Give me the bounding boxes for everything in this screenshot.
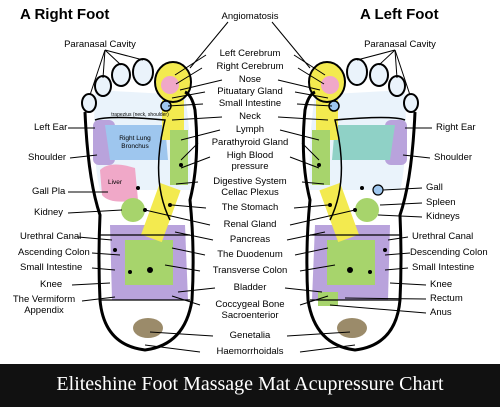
right-foot-liver-zone: [100, 164, 138, 202]
label-urethral-canal-left: Urethral Canal: [412, 231, 474, 242]
label-kidney: Kidney: [34, 207, 64, 218]
label-neck: Neck: [239, 111, 261, 122]
left-foot-drawing: [301, 58, 419, 352]
label-parathyroid-gland: Parathyroid Gland: [211, 137, 289, 148]
label-paranasal-cavity-left: Paranasal Cavity: [364, 39, 436, 50]
left-foot-toe-2: [346, 58, 368, 86]
label-angiomatosis: Angiomatosis: [221, 11, 279, 22]
right-foot-kidney-zone: [121, 198, 145, 222]
label-the-stomach: The Stomach: [221, 202, 279, 213]
label-shoulder-left: Shoulder: [434, 152, 473, 163]
liver-label: Liver: [108, 179, 123, 186]
label-anus: Anus: [430, 307, 452, 318]
right-foot-toe-2: [132, 58, 154, 86]
label-small-intestine-right: Small Intestine: [20, 262, 83, 273]
label-lymph: Lymph: [235, 124, 265, 135]
left-foot-toe-5: [403, 93, 419, 113]
label-pressure: pressure: [231, 161, 269, 172]
label-transverse-colon: Transverse Colon: [212, 265, 288, 276]
label-the-duodenum: The Duodenum: [217, 249, 283, 260]
label-rectum: Rectum: [430, 293, 463, 304]
right-foot-heel-zone: [133, 318, 163, 338]
label-high-blood: High Blood: [226, 150, 274, 161]
left-foot-lung-zone: [332, 125, 395, 160]
left-foot-kidney-zone: [355, 198, 379, 222]
label-pituatary-gland: Pituatary Gland: [217, 86, 283, 97]
right-lung-label-2: Bronchus: [121, 143, 149, 150]
label-coccygeal-bone: Coccygeal Bone: [215, 299, 285, 310]
label-left-cerebrum: Left Cerebrum: [219, 48, 281, 59]
label-right-cerebrum: Right Cerebrum: [216, 61, 284, 72]
leader-lines: [67, 21, 432, 353]
label-kidneys: Kidneys: [426, 211, 460, 222]
right-foot-toe-4: [94, 75, 112, 97]
label-haemorrhoidals: Haemorrhoidals: [216, 346, 284, 357]
left-foot-toe-3: [369, 63, 389, 87]
right-foot-lymph-zone: [170, 130, 188, 185]
label-cellac-plexus: Cellac Plexus: [221, 187, 279, 198]
label-vermiform-2: Appendix: [24, 305, 64, 316]
left-foot-toe-4: [388, 75, 406, 97]
label-gall-pla: Gall Pla: [32, 186, 66, 197]
label-gall: Gall: [426, 182, 443, 193]
label-knee-left: Knee: [430, 279, 453, 290]
label-renal-gland: Renal Gland: [223, 219, 277, 230]
label-urethral-canal-right: Urethral Canal: [20, 231, 82, 242]
trapezius-label: trapezius (neck, shoulder): [111, 112, 169, 118]
right-foot-intestine-zone: [125, 240, 173, 285]
label-knee-right: Knee: [40, 279, 63, 290]
feet-illustration: trapezius (neck, shoulder) Right Lung Br…: [67, 21, 432, 353]
label-ascending-colon: Ascending Colon: [18, 247, 90, 258]
label-digestive-system: Digestive System: [213, 176, 287, 187]
label-vermiform-1: The Vermiform: [12, 294, 76, 305]
caption-bar: Eliteshine Foot Massage Mat Acupressure …: [0, 364, 500, 407]
right-lung-label-1: Right Lung: [119, 135, 151, 142]
label-bladder: Bladder: [233, 282, 267, 293]
left-foot-heel-zone: [337, 318, 367, 338]
caption-text: Eliteshine Foot Massage Mat Acupressure …: [56, 373, 444, 395]
right-foot-toe-3: [111, 63, 131, 87]
label-small-intestine-left: Small Intestine: [412, 262, 475, 273]
left-foot-title: A Left Foot: [360, 6, 439, 23]
label-paranasal-cavity-right: Paranasal Cavity: [64, 39, 136, 50]
left-foot-intestine-zone: [327, 240, 375, 285]
right-foot-yellow-band: [141, 182, 181, 243]
label-genetalia: Genetalia: [229, 330, 271, 341]
left-foot-yellow-band: [319, 182, 359, 243]
label-spleen: Spleen: [426, 197, 456, 208]
label-shoulder-right: Shoulder: [28, 152, 67, 163]
right-foot-toe-5: [81, 93, 97, 113]
right-foot-title: A Right Foot: [20, 6, 110, 23]
label-right-ear: Right Ear: [436, 122, 476, 133]
label-descending-colon: Descending Colon: [410, 247, 488, 258]
right-foot-drawing: [81, 58, 199, 352]
label-left-ear: Left Ear: [34, 122, 68, 133]
left-foot-lymph-zone: [312, 130, 330, 185]
label-sacroenterior: Sacroenterior: [221, 310, 279, 321]
right-foot-lung-zone: [105, 125, 168, 160]
label-small-intestine-center: Small Intestine: [218, 98, 282, 109]
label-pancreas: Pancreas: [229, 234, 271, 245]
label-nose: Nose: [238, 74, 262, 85]
